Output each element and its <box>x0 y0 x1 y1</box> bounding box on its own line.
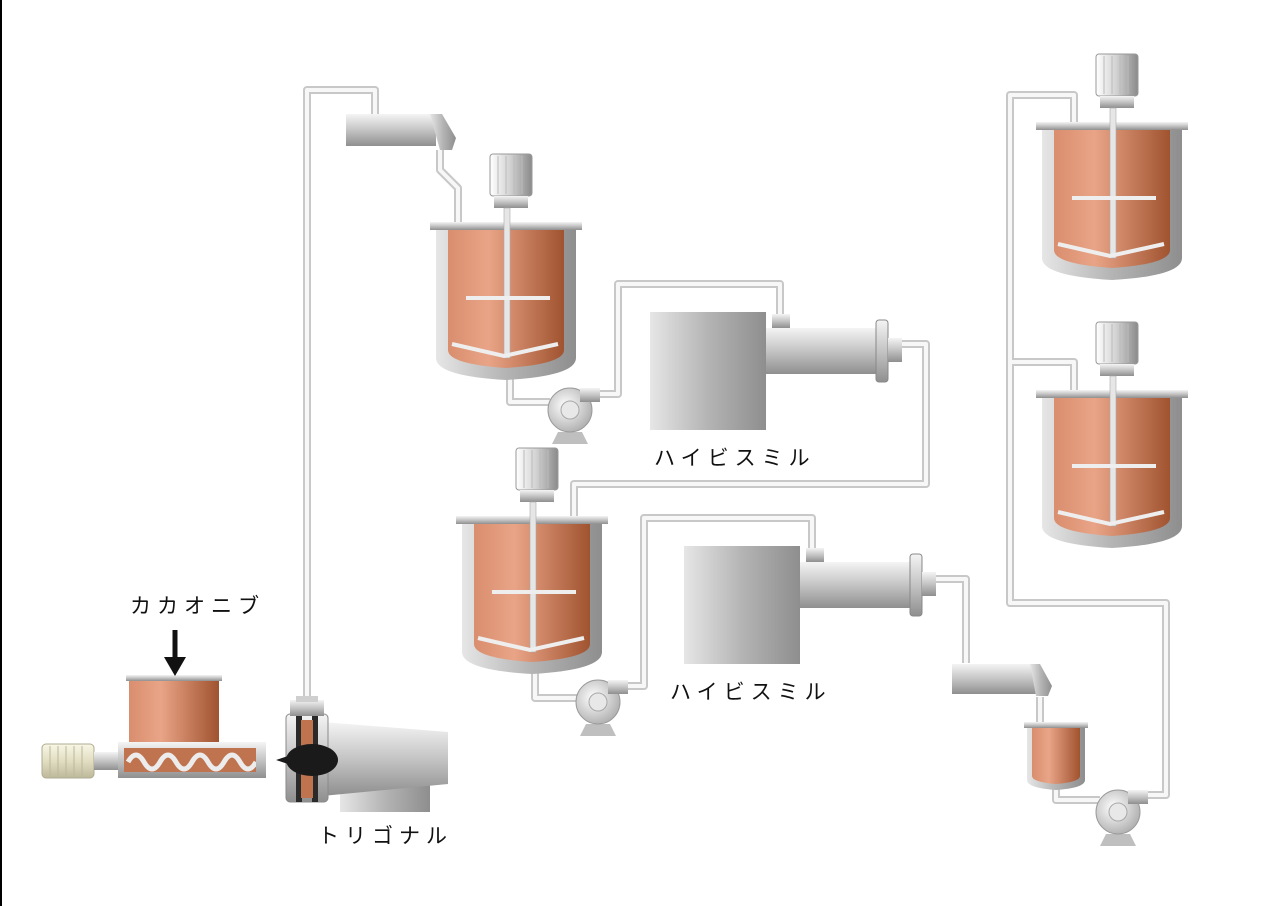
tank-1 <box>430 153 582 380</box>
label-trigonal: トリゴナル <box>318 824 453 848</box>
left-border <box>0 0 2 906</box>
top-chute <box>346 114 456 150</box>
hibis-mill-1 <box>650 312 902 430</box>
tank-2 <box>456 447 608 674</box>
pump-1 <box>547 387 600 444</box>
lower-chute <box>952 664 1052 696</box>
label-cacao-nibs: カカオニブ <box>130 594 265 618</box>
pump-3 <box>1095 789 1148 846</box>
storage-tank-bottom <box>1036 321 1188 548</box>
nib-feeder <box>41 630 266 779</box>
receiving-tank <box>1024 722 1088 790</box>
trigonal-mill <box>276 696 448 812</box>
hibis-mill-2 <box>684 546 936 664</box>
storage-tank-top <box>1036 53 1188 280</box>
pump-2 <box>575 679 628 736</box>
label-hibis-mill-1: ハイビスミル <box>654 446 816 470</box>
label-hibis-mill-2: ハイビスミル <box>670 680 832 704</box>
pipe-network <box>303 86 1170 804</box>
